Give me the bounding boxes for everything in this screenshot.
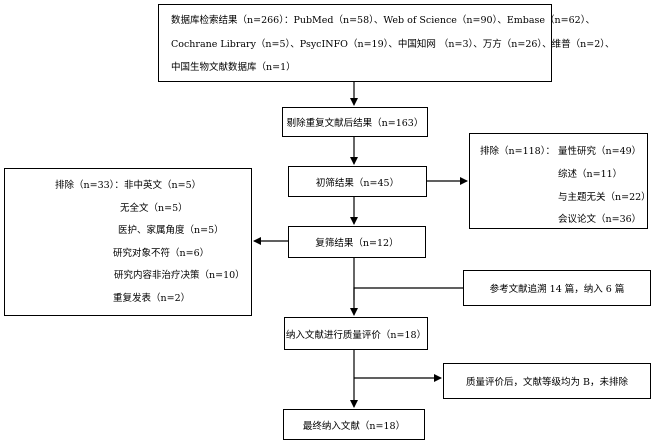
recheck-result-box: 复筛结果（n=12）	[288, 226, 426, 258]
final-included-text: 最终纳入文献（n=18）	[302, 420, 406, 432]
arrow-references-join	[353, 287, 463, 300]
quality-appraisal-box: 纳入文献进行质量评价（n=18）	[284, 317, 428, 350]
database-search-box: 数据库检索结果（n=266）：PubMed（n=58）、Web of Scien…	[158, 4, 615, 82]
final-included-box: 最终纳入文献（n=18）	[283, 409, 425, 440]
excluded-recheck-item: 无全文（n=5）	[120, 203, 188, 214]
database-line-3: 中国生物文献数据库（n=1）	[171, 62, 296, 73]
excluded-recheck-item: 研究内容非治疗决策（n=10）	[114, 270, 245, 281]
excluded-initial-item: 量性研究（n=49）	[558, 146, 642, 157]
initial-screening-text: 初筛结果（n=45）	[315, 177, 400, 189]
excluded-initial-item: 会议论文（n=36）	[558, 214, 642, 225]
excluded-recheck-item: 非中英文（n=5）	[124, 180, 202, 191]
excluded-initial-item: 综述（n=11）	[558, 169, 623, 180]
database-line-2: Cochrane Library（n=5）、PsycINFO（n=19）、中国知…	[171, 39, 615, 50]
excluded-initial-item: 与主题无关（n=22）	[558, 192, 651, 203]
excluded-recheck-item: 重复发表（n=2）	[113, 293, 191, 304]
quality-result-box: 质量评价后，文献等级均为 B，未排除	[443, 363, 651, 399]
excluded-initial-box: 排除（n=118）： 量性研究（n=49） 综述（n=11） 与主题无关（n=2…	[469, 133, 651, 229]
quality-result-text: 质量评价后，文献等级均为 B，未排除	[465, 377, 628, 388]
reference-tracing-text: 参考文献追溯 14 篇，纳入 6 篇	[489, 284, 625, 295]
database-line-1: 数据库检索结果（n=266）：PubMed（n=58）、Web of Scien…	[171, 15, 595, 26]
initial-screening-box: 初筛结果（n=45）	[288, 166, 427, 197]
recheck-result-text: 复筛结果（n=12）	[315, 238, 399, 249]
reference-tracing-box: 参考文献追溯 14 篇，纳入 6 篇	[463, 270, 651, 306]
quality-appraisal-text: 纳入文献进行质量评价（n=18）	[285, 329, 427, 341]
excluded-recheck-label: 排除（n=33）：	[55, 180, 124, 191]
excluded-recheck-box: 排除（n=33）： 非中英文（n=5） 无全文（n=5） 医护、家属角度（n=5…	[4, 168, 252, 316]
excluded-recheck-item: 研究对象不符（n=6）	[113, 248, 210, 259]
dedup-result-text: 剔除重复文献后结果（n=163）	[286, 118, 424, 129]
dedup-result-box: 剔除重复文献后结果（n=163）	[282, 107, 428, 137]
excluded-initial-label: 排除（n=118）：	[480, 146, 555, 157]
excluded-recheck-item: 医护、家属角度（n=5）	[118, 225, 224, 236]
